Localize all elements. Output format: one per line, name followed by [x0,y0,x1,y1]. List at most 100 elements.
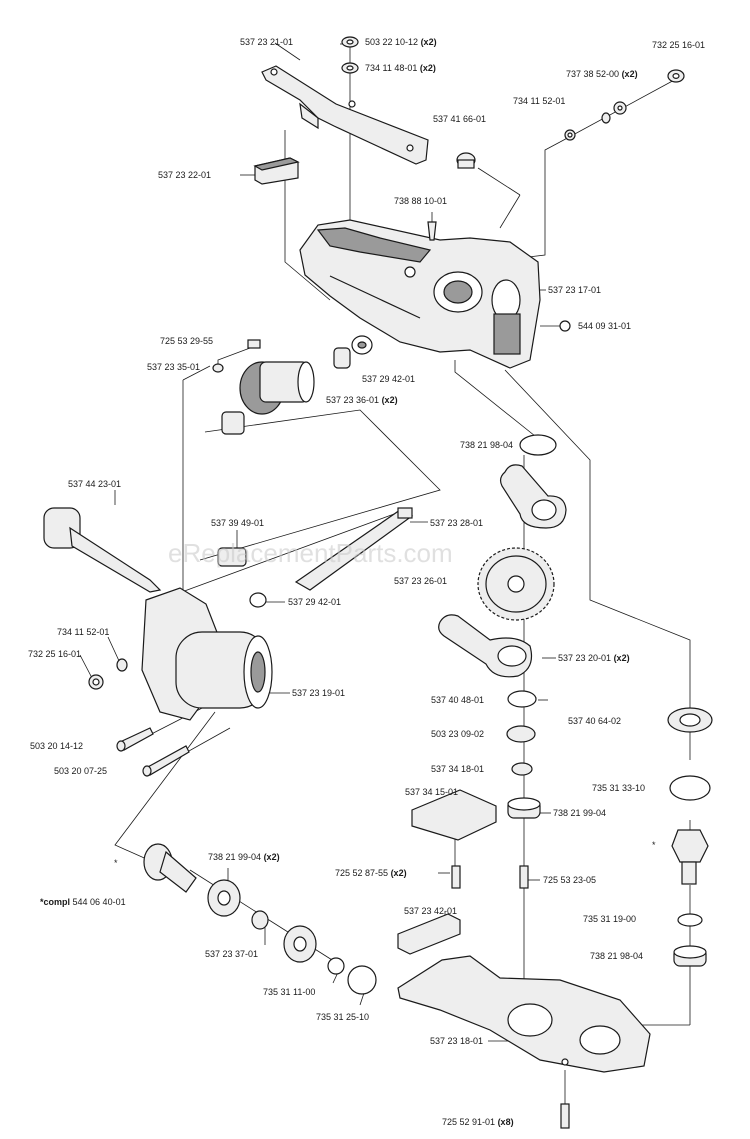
label-537-40-48-01: 537 40 48-01 [431,695,484,705]
circlip-part [677,913,703,927]
watermark-text: eReplacementParts.com [168,538,453,568]
leader-line [519,141,561,259]
label-compl-544-06-40-01: *compl 544 06 40-01 [40,897,126,907]
label-537-23-20-01: 537 23 20-01 (x2) [558,653,630,663]
leader-line [477,167,521,196]
leader-line [79,654,93,679]
washer-part [251,910,269,930]
bearing-part [507,797,541,819]
label-537-23-26-01: 537 23 26-01 [394,576,447,586]
label-503-23-09-02: 503 23 09-02 [431,729,484,739]
label-734-11-52-01-top: 734 11 52-01 [513,96,565,106]
label-544-09-31-01: 544 09 31-01 [578,321,631,331]
label-537-23-21-01: 537 23 21-01 [240,37,293,47]
label-738-88-10-01: 738 88 10-01 [394,196,447,206]
label-503-20-14-12: 503 20 14-12 [30,741,83,751]
block-part [253,157,300,185]
base-plate-part [397,955,651,1073]
intermediate-gear-part [221,335,373,435]
left-fasteners-part [88,658,128,690]
label-735-31-19-00: 735 31 19-00 [583,914,636,924]
label-537-23-42-01: 537 23 42-01 [404,906,457,916]
label-725-52-87-55: 725 52 87-55 (x2) [335,868,407,878]
label-537-23-35-01: 537 23 35-01 [147,362,200,372]
leader-line [199,409,441,561]
label-738-21-98-04-bot: 738 21 98-04 [590,951,643,961]
cover-plate-part [411,789,497,841]
leader-line [114,711,216,866]
label-537-29-42-01-mid: 537 29 42-01 [288,597,341,607]
label-537-34-18-01: 537 34 18-01 [431,764,484,774]
leader-line [182,365,211,381]
bearing-part-lower-2 [283,925,317,963]
label-537-23-28-01: 537 23 28-01 [430,518,483,528]
label-503-20-07-25: 503 20 07-25 [54,766,107,776]
bearing-part-lower [207,879,241,917]
drive-shaft-part [294,507,414,591]
leader-line [274,42,301,61]
leader-line [217,347,251,366]
label-537-23-22-01: 537 23 22-01 [158,170,211,180]
leader-line [499,194,521,229]
label-star-right: * [652,840,656,850]
leader-lines [79,38,691,1105]
washer-part [249,592,267,608]
knob-part [43,507,162,593]
label-735-31-11-00: 735 31 11-00 [263,987,315,997]
label-738-21-98-04-top: 738 21 98-04 [460,440,513,450]
washer-part [519,434,557,456]
label-star-left: * [114,858,118,868]
pin-part [247,339,261,349]
label-537-23-18-01: 537 23 18-01 [430,1036,483,1046]
label-537-23-17-01: 537 23 17-01 [548,285,601,295]
label-537-23-37-01: 537 23 37-01 [205,949,258,959]
label-537-41-66-01: 537 41 66-01 [433,114,486,124]
label-735-31-25-10: 735 31 25-10 [316,1012,369,1022]
circlip-part [327,957,345,975]
top-right-fasteners-part [456,69,685,169]
circlip-part [669,775,711,801]
label-738-21-99-04-x2: 738 21 99-04 (x2) [208,852,280,862]
leader-line [454,360,541,441]
screw-part [560,1103,570,1129]
label-734-11-52-01-left: 734 11 52-01 [57,627,109,637]
label-537-44-23-01: 537 44 23-01 [68,479,121,489]
label-732-25-16-01-top: 732 25 16-01 [652,40,705,50]
main-gear-part [477,547,555,621]
label-537-39-49-01: 537 39 49-01 [211,518,264,528]
sleeve-part [217,547,247,567]
main-housing-part [299,219,541,369]
circlip-part [347,965,377,995]
screw-part [427,221,437,241]
crank-part [499,464,567,529]
label-537-34-15-01: 537 34 15-01 [405,787,458,797]
mounting-bracket-part [261,65,429,165]
bearing-part-right-2 [673,945,707,967]
label-503-22-10-12: 503 22 10-12 (x2) [365,37,437,47]
washer-part [212,363,224,373]
label-537-29-42-01-top: 537 29 42-01 [362,374,415,384]
label-725-53-29-55: 725 53 29-55 [160,336,213,346]
leader-line [504,369,691,730]
label-737-38-52-00: 737 38 52-00 (x2) [566,69,638,79]
stop-block-part [397,913,461,955]
crank-part-2 [438,614,533,678]
washer-part [511,762,533,776]
part-labels: 537 23 21-01 503 22 10-12 (x2) 734 11 48… [28,37,705,1127]
label-732-25-16-01-left: 732 25 16-01 [28,649,81,659]
screw-part [519,865,529,889]
label-537-23-19-01: 537 23 19-01 [292,688,345,698]
bearing-part-right [667,707,713,733]
leader-line [107,636,121,664]
label-734-11-48-01: 734 11 48-01 (x2) [365,63,436,73]
label-735-31-33-10: 735 31 33-10 [592,783,645,793]
circlip-part [506,725,536,743]
label-725-52-91-01: 725 52 91-01 (x8) [442,1117,514,1127]
gearbox-body-part [141,587,273,721]
label-537-40-64-02: 537 40 64-02 [568,716,621,726]
top-nut-part [341,36,359,74]
washer-part [507,690,537,708]
leader-line [159,509,406,601]
